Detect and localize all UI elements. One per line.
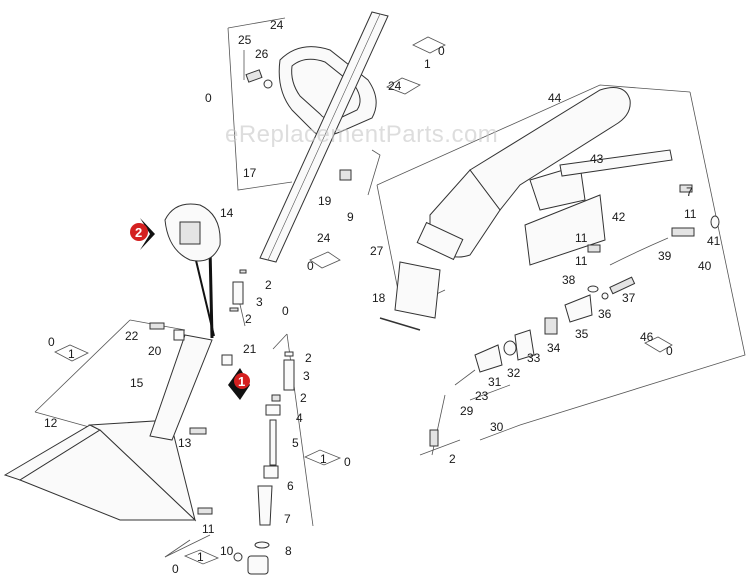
inset-detail — [164, 203, 221, 262]
badge-2-label: 2 — [135, 225, 142, 240]
callout-20: 20 — [148, 344, 162, 358]
badge-1-label: 1 — [238, 374, 245, 389]
callout-31: 31 — [488, 375, 502, 389]
connector-stack — [229, 269, 295, 575]
callout-41: 41 — [707, 234, 721, 248]
callout-13: 13 — [178, 436, 192, 450]
callout-26: 26 — [255, 47, 269, 61]
callout-2: 2 — [265, 278, 272, 292]
callout-38: 38 — [562, 273, 576, 287]
callout-11: 11 — [575, 231, 588, 245]
callout-21: 21 — [243, 342, 257, 356]
callout-1: 1 — [320, 452, 327, 466]
callout-24: 24 — [388, 79, 402, 93]
callout-25: 25 — [238, 33, 252, 47]
callout-39: 39 — [658, 249, 672, 263]
callout-14: 14 — [220, 206, 234, 220]
callout-0: 0 — [172, 562, 179, 576]
callout-0: 0 — [438, 44, 445, 58]
callout-1: 1 — [424, 57, 431, 71]
valve-parts — [429, 276, 636, 456]
callout-3: 3 — [303, 369, 310, 383]
callout-15: 15 — [130, 376, 144, 390]
callout-11: 11 — [684, 207, 697, 221]
callout-44: 44 — [548, 91, 562, 105]
callout-0: 0 — [48, 335, 55, 349]
callout-11: 11 — [202, 522, 215, 536]
callout-24-top: 24 — [270, 18, 284, 32]
callout-0: 0 — [282, 304, 289, 318]
handle-assembly — [245, 11, 389, 263]
callout-35: 35 — [575, 327, 589, 341]
callout-0: 0 — [307, 259, 314, 273]
callout-2: 2 — [245, 312, 252, 326]
callout-12: 12 — [44, 416, 58, 430]
callout-7: 7 — [686, 185, 693, 199]
callout-2: 2 — [305, 351, 312, 365]
callout-37: 37 — [622, 291, 636, 305]
callout-2: 2 — [449, 452, 456, 466]
callout-18: 18 — [372, 291, 386, 305]
callout-8: 8 — [285, 544, 292, 558]
callout-3: 3 — [256, 295, 263, 309]
watermark-text: eReplacementParts.com — [225, 121, 498, 148]
badge-2-circle — [130, 223, 148, 241]
callout-19: 19 — [318, 194, 332, 208]
callout-46: 46 — [640, 330, 654, 344]
callout-0: 0 — [666, 344, 673, 358]
callout-17: 17 — [243, 166, 257, 180]
callout-4: 4 — [296, 411, 303, 425]
callout-labels: 24 25 26 0 0 1 24 44 43 17 19 9 42 7 11 … — [44, 18, 721, 576]
callout-24: 24 — [317, 231, 331, 245]
callout-22: 22 — [125, 329, 139, 343]
hose-handle-assembly — [379, 87, 720, 331]
callout-6: 6 — [287, 479, 294, 493]
callout-29: 29 — [460, 404, 474, 418]
callout-30: 30 — [490, 420, 504, 434]
callout-5: 5 — [292, 436, 299, 450]
callout-9: 9 — [347, 210, 354, 224]
callout-36: 36 — [598, 307, 612, 321]
callout-27: 27 — [370, 244, 384, 258]
badge-1-circle — [234, 373, 250, 389]
callout-40: 40 — [698, 259, 712, 273]
callout-34: 34 — [547, 341, 561, 355]
badge-1: 1 — [228, 368, 250, 400]
callout-11: 11 — [575, 254, 588, 268]
callout-0: 0 — [205, 91, 212, 105]
callout-2: 2 — [300, 391, 307, 405]
callout-23: 23 — [475, 389, 489, 403]
badge-2: 2 — [130, 218, 155, 250]
callout-10: 10 — [220, 544, 234, 558]
callout-42: 42 — [612, 210, 626, 224]
nozzle-head — [3, 322, 243, 562]
callout-33: 33 — [527, 351, 541, 365]
callout-0: 0 — [344, 455, 351, 469]
callout-43: 43 — [590, 152, 604, 166]
callout-1: 1 — [197, 550, 204, 564]
callout-32: 32 — [507, 366, 521, 380]
callout-7: 7 — [284, 512, 291, 526]
callout-1: 1 — [68, 347, 75, 361]
